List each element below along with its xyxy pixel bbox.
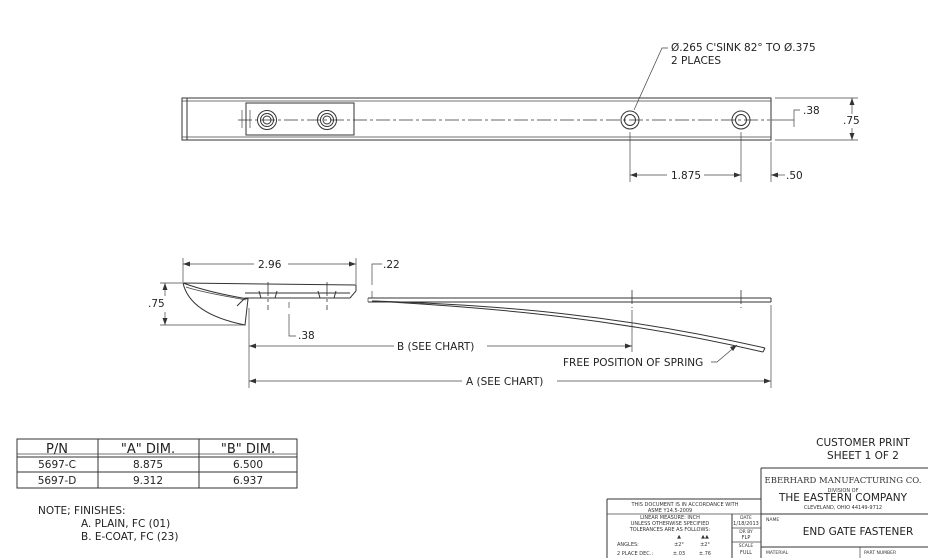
- csink-hole-1: [620, 110, 640, 130]
- dim-a-label: A (SEE CHART): [466, 376, 543, 388]
- table-row-2-a: 9.312: [133, 475, 163, 487]
- table-header-b: "B" DIM.: [221, 442, 275, 457]
- table-row-1-b: 6.500: [233, 459, 263, 471]
- dim-75-side: .75: [148, 298, 165, 310]
- angles-label: ANGLES:: [617, 542, 639, 548]
- tolerance-line-1: UNLESS OTHERWISE SPECIFIED: [631, 521, 710, 527]
- table-header-a: "A" DIM.: [121, 442, 175, 457]
- table-header-pn: P/N: [46, 442, 68, 457]
- parts-table: P/N "A" DIM. "B" DIM. 5697-C 8.875 6.500…: [16, 438, 298, 489]
- title-block: CUSTOMER PRINT SHEET 1 OF 2 EBERHARD MAN…: [606, 437, 928, 558]
- part-name: END GATE FASTENER: [803, 526, 914, 538]
- angles-value-2: ±2°: [700, 542, 710, 548]
- table-row-2-pn: 5697-D: [38, 475, 77, 487]
- date-label: DATE: [740, 515, 752, 521]
- top-view-outline: [181, 97, 772, 141]
- csink-leader: [633, 47, 668, 111]
- customer-print: CUSTOMER PRINT: [816, 437, 910, 449]
- table-row-2-b: 6.937: [233, 475, 263, 487]
- scale-label: SCALE: [739, 543, 754, 549]
- csink-hole-2: [731, 110, 751, 130]
- two-place-label: 2 PLACE DEC.:: [617, 551, 653, 557]
- places-note: 2 PLACES: [671, 55, 721, 67]
- drawn-by-label: DR BY: [739, 529, 753, 535]
- material-label: MATERIAL: [766, 550, 789, 556]
- date-value: 1/18/2013: [733, 521, 759, 527]
- dim-50: .50: [786, 170, 803, 182]
- name-label: NAME: [766, 517, 779, 523]
- hook-profile: [182, 282, 249, 326]
- finish-b: B. E-COAT, FC (23): [81, 531, 178, 543]
- company-division: DIVISION OF: [828, 488, 859, 494]
- drawn-by-value: FLP: [742, 535, 751, 541]
- sheet-number: SHEET 1 OF 2: [827, 450, 899, 462]
- two-place-value-2: ±.76: [699, 551, 711, 557]
- linear-measure: LINEAR MEASURE: INCH: [640, 515, 700, 521]
- rivet-head-1: [257, 110, 277, 130]
- side-view: 2.96 .22 .75 .38 B (SEE CHART) A (SEE CH…: [148, 258, 772, 388]
- asme-line-2: ASME Y14.5-2009: [648, 508, 692, 514]
- asme-line-1: THIS DOCUMENT IS IN ACCORDANCE WITH: [630, 502, 738, 508]
- dim-1875: 1.875: [671, 170, 701, 182]
- company-name: EBERHARD MANUFACTURING CO.: [765, 476, 922, 486]
- tolerance-line-2: TOLERANCES ARE AS FOLLOWS:: [629, 527, 711, 533]
- finish-a: A. PLAIN, FC (01): [81, 518, 170, 530]
- free-position-label: FREE POSITION OF SPRING: [563, 357, 703, 369]
- csink-note: Ø.265 C'SINK 82° TO Ø.375: [671, 42, 816, 54]
- two-place-value-1: ±.03: [673, 551, 685, 557]
- spring-free-position: [371, 300, 766, 349]
- rivet-head-2: [317, 110, 337, 130]
- dim-22: .22: [383, 259, 400, 271]
- top-view: Ø.265 C'SINK 82° TO Ø.375 2 PLACES .38 .…: [181, 42, 860, 182]
- rivet-plate: [182, 282, 357, 307]
- dim-38-side: .38: [298, 330, 315, 342]
- tolerance-col-2: ▲▲: [701, 534, 709, 540]
- table-row-1-a: 8.875: [133, 459, 163, 471]
- table-row-1-pn: 5697-C: [38, 459, 76, 471]
- note-title: NOTE; FINISHES:: [38, 505, 126, 517]
- angles-value-1: ±2°: [674, 542, 684, 548]
- dim-296: 2.96: [258, 259, 282, 271]
- finish-notes: NOTE; FINISHES: A. PLAIN, FC (01) B. E-C…: [38, 505, 178, 543]
- dim-75-top: .75: [843, 115, 860, 127]
- dim-38-top: .38: [803, 105, 820, 117]
- company-parent: THE EASTERN COMPANY: [778, 492, 908, 504]
- part-number-label: PART NUMBER: [864, 550, 896, 556]
- dim-b-label: B (SEE CHART): [397, 341, 474, 353]
- tolerance-col-1: ▲: [677, 534, 681, 540]
- scale-value: FULL: [740, 550, 752, 556]
- company-city: CLEVELAND, OHIO 44149-9712: [804, 505, 882, 511]
